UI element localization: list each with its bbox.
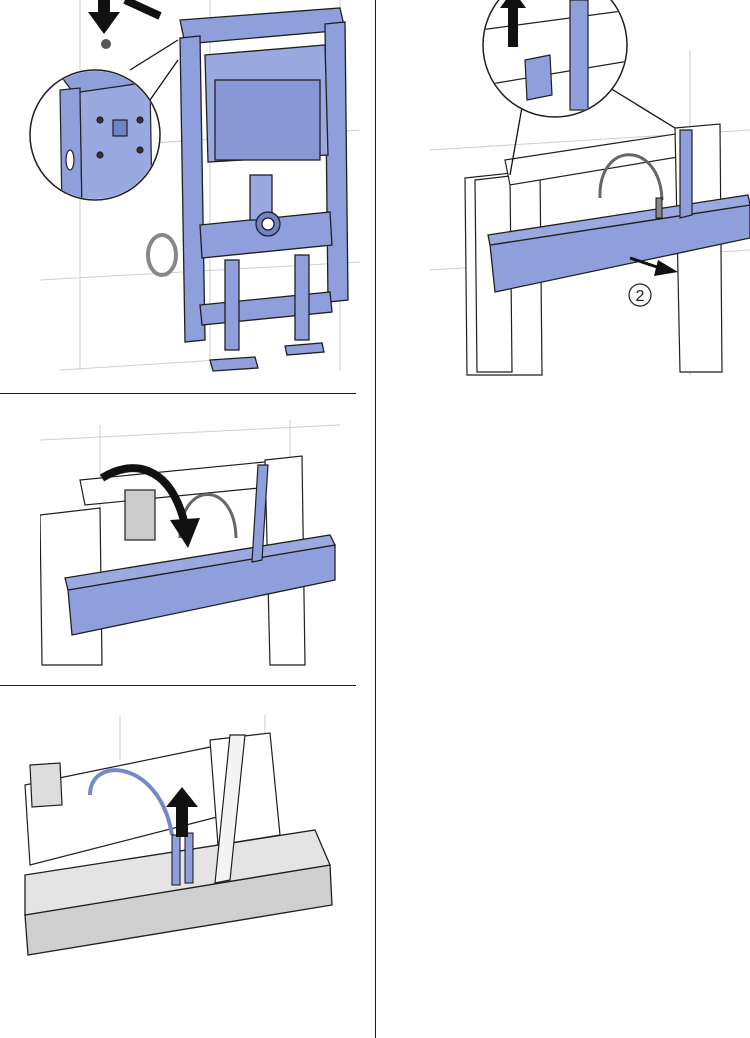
rotate-arrow-icon (99, 464, 200, 548)
panel-tray-lift-zoom: 2 (430, 0, 750, 380)
pull-out-arrow-icon (629, 256, 678, 276)
column-divider (375, 0, 376, 1038)
panel-hose-lift (20, 715, 340, 960)
tray (64, 534, 336, 636)
seal-ring-icon (146, 233, 178, 277)
up-arrow-icon (166, 787, 198, 837)
screw-icon (101, 39, 111, 49)
hose-lift-illustration (24, 715, 333, 956)
row-divider-1 (0, 393, 356, 394)
tray-fold-illustration (40, 420, 340, 666)
frame-overview-illustration (29, 0, 360, 372)
down-arrow-icon (88, 0, 162, 34)
installation-frame (179, 7, 349, 372)
step-number: 2 (636, 288, 645, 305)
panel-tray-fold-down (40, 420, 340, 670)
panel-frame-overview (0, 0, 360, 392)
strap (214, 734, 246, 884)
strap-zoom-circle (482, 0, 628, 118)
row-divider-2 (0, 685, 356, 686)
tray-lift-illustration: 2 (430, 0, 750, 376)
wall-tiles (119, 715, 266, 760)
bracket-zoom-circle (29, 69, 161, 201)
step-number-circle (628, 283, 652, 307)
